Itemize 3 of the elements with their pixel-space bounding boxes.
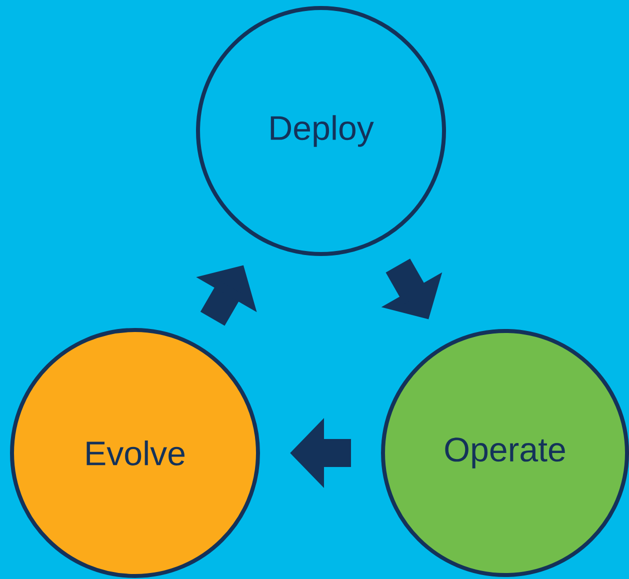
circle-node: Evolve [10,328,260,578]
circle-node: Operate [381,329,629,577]
circle-node: Deploy [196,6,446,256]
